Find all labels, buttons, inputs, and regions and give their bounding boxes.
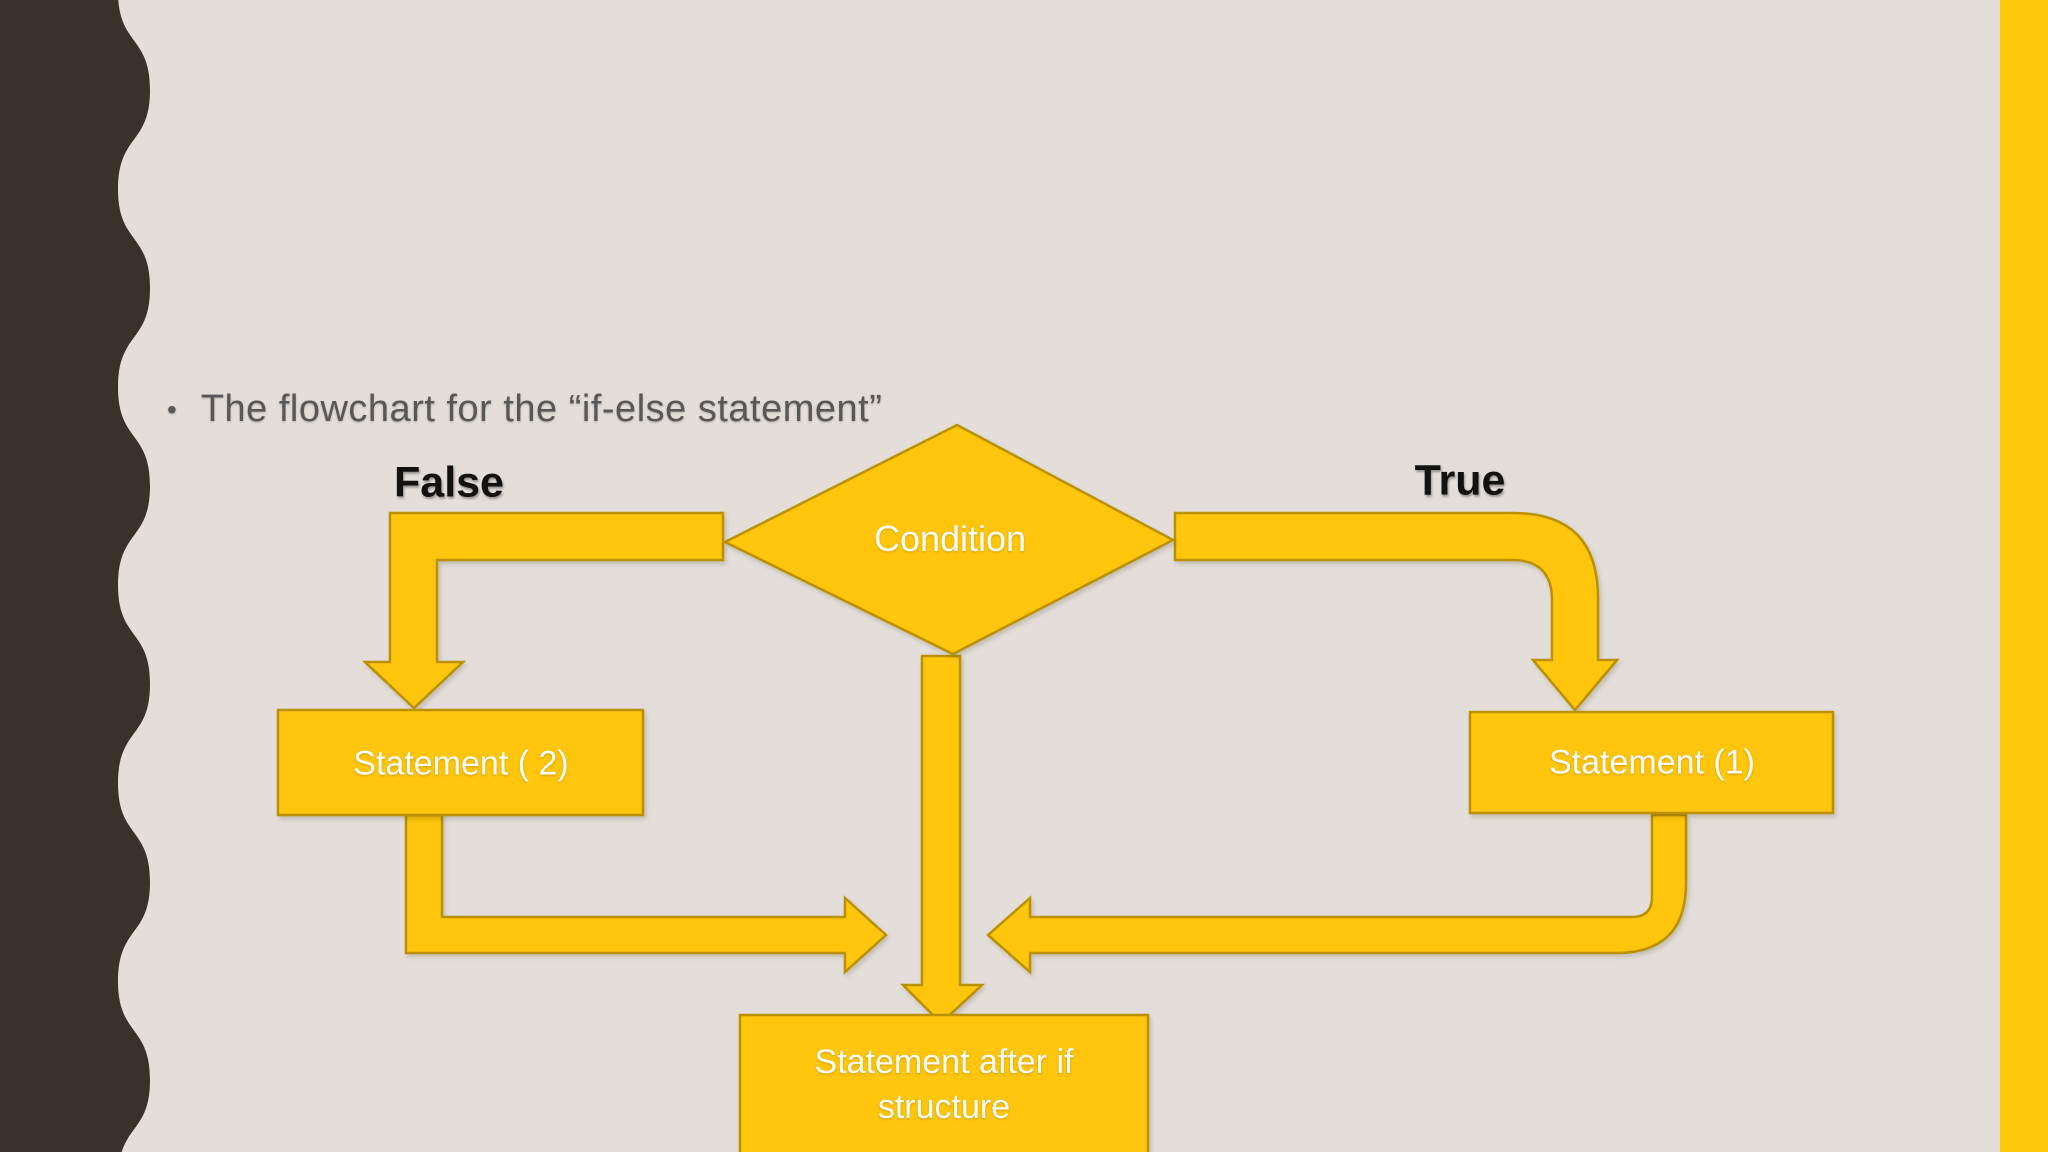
true-branch-label: True bbox=[1414, 456, 1506, 505]
statement2-label: Statement ( 2) bbox=[353, 744, 569, 783]
after-if-label-line1: Statement after if bbox=[814, 1043, 1074, 1081]
condition-diamond bbox=[722, 423, 1176, 656]
statement2-box bbox=[276, 708, 645, 817]
true-branch-arrow bbox=[1173, 511, 1620, 712]
condition-down-arrow bbox=[899, 654, 986, 1025]
after-if-label: Statement after if structure bbox=[734, 1040, 1154, 1130]
statement2-merge-arrow bbox=[404, 813, 888, 975]
right-accent-stripe bbox=[2000, 0, 2048, 1152]
false-branch-label: False bbox=[394, 458, 504, 507]
slide-bullet-line: • The flowchart for the “if-else stateme… bbox=[167, 387, 882, 433]
after-if-label-line2: structure bbox=[877, 1088, 1011, 1126]
after-if-box bbox=[738, 1013, 1150, 1152]
left-wavy-band bbox=[0, 0, 150, 1152]
bullet-glyph: • bbox=[167, 394, 177, 425]
statement1-merge-arrow bbox=[986, 813, 1688, 975]
false-branch-arrow bbox=[361, 511, 725, 710]
statement1-box bbox=[1468, 710, 1835, 815]
condition-label: Condition bbox=[873, 518, 1027, 559]
slide-heading-text: The flowchart for the “if-else statement… bbox=[200, 388, 883, 430]
statement1-label: Statement (1) bbox=[1549, 743, 1755, 782]
